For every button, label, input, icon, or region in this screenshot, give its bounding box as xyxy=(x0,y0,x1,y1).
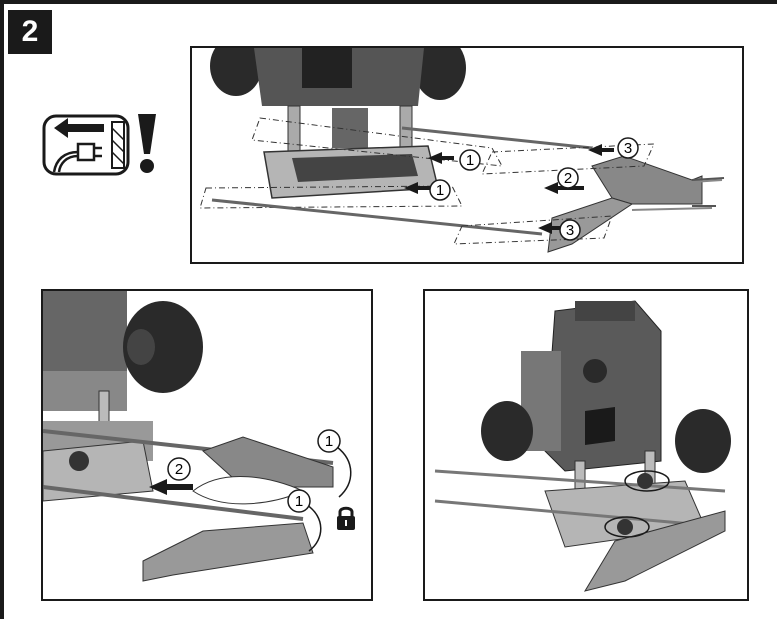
callout-bl-1b: 1 xyxy=(287,489,311,513)
illustration-tighten-wing-screws xyxy=(423,289,749,601)
unplug-warning-icon xyxy=(42,114,156,176)
lock-icon xyxy=(337,506,355,530)
svg-text:2: 2 xyxy=(564,170,572,187)
svg-text:1: 1 xyxy=(295,493,303,510)
exclamation-icon xyxy=(138,114,156,173)
page-frame-left xyxy=(0,0,4,619)
svg-text:1: 1 xyxy=(325,433,333,450)
svg-text:2: 2 xyxy=(175,461,183,478)
svg-text:1: 1 xyxy=(436,182,444,199)
callout-1b: 1 xyxy=(429,179,451,201)
illustration-remove-parallel-guide: 1 1 2 3 3 xyxy=(190,46,744,264)
unplug-warning xyxy=(42,110,172,180)
svg-text:3: 3 xyxy=(566,222,574,239)
callout-bl-1a: 1 xyxy=(317,429,341,453)
page-frame-top xyxy=(0,0,777,4)
callout-3a: 3 xyxy=(617,137,639,159)
callout-1a: 1 xyxy=(459,149,481,171)
callout-2: 2 xyxy=(557,167,579,189)
callout-bl-2: 2 xyxy=(167,457,191,481)
svg-text:1: 1 xyxy=(466,152,474,169)
step-number-badge: 2 xyxy=(8,10,52,54)
svg-text:3: 3 xyxy=(624,140,632,157)
illustration-insert-guide-rods: 1 1 2 xyxy=(41,289,373,601)
callout-3b: 3 xyxy=(559,219,581,241)
